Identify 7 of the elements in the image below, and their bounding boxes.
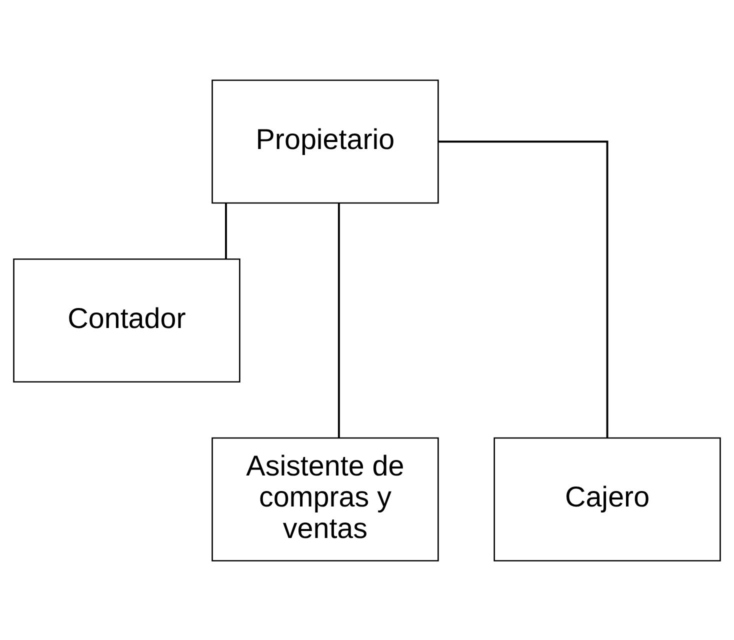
- connector: [338, 202, 340, 437]
- node-box: Cajero: [494, 436, 721, 561]
- node-box: Contador: [13, 258, 240, 382]
- connector: [438, 140, 608, 438]
- node-box: Asistente de compras y ventas: [212, 436, 439, 561]
- connector: [225, 202, 227, 258]
- node-box: Propietario: [212, 79, 439, 204]
